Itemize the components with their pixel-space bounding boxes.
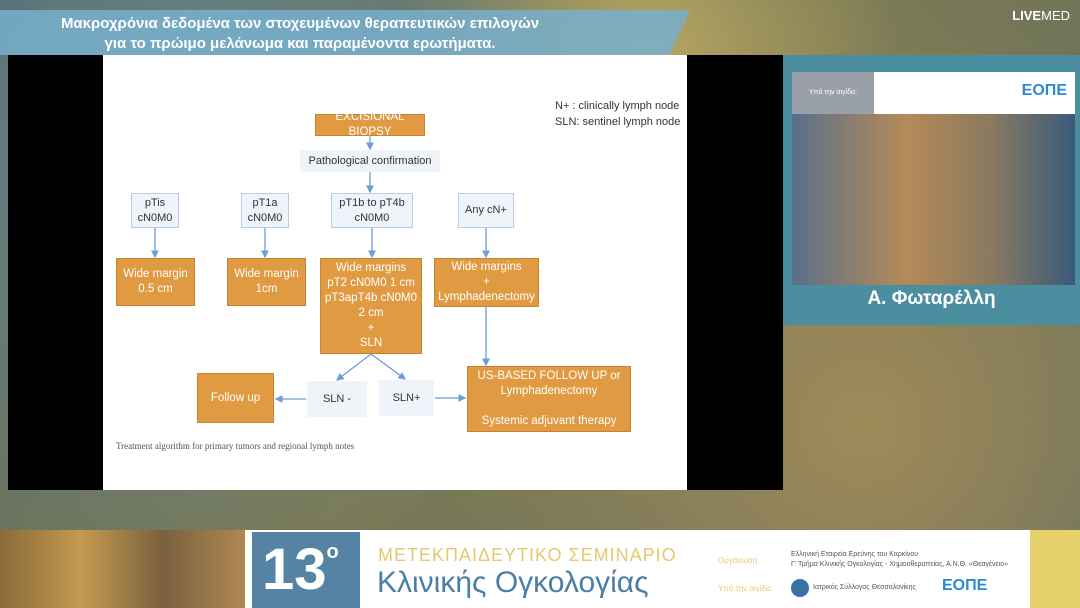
legend-sln: SLN: sentinel lymph node <box>555 116 681 128</box>
video-sponsor-band: Υπό την αιγίδα: ΕΟΠΕ <box>792 72 1075 114</box>
seminar-number: 13ο <box>252 532 360 608</box>
auspices-org: Ιατρικός Σύλλογος Θεσσαλονίκης <box>813 584 916 591</box>
title-line-2: για το πρώιμο μελάνωμα και παραμένοντα ε… <box>104 35 496 52</box>
banner-painting <box>0 530 245 608</box>
node-follow-up: Follow up <box>197 373 274 423</box>
seminar-line-1: ΜΕΤΕΚΠΑΙΔΕΥΤΙΚΟ ΣΕΜΙΝΑΡΙΟ <box>378 545 677 565</box>
talk-title: Μακροχρόνια δεδομένα των στοχευμένων θερ… <box>0 10 690 55</box>
node-sln-positive: SLN+ <box>379 380 434 416</box>
slide-caption: Treatment algorithm for primary tumors a… <box>116 441 355 451</box>
title-line-1: Μακροχρόνια δεδομένα των στοχευμένων θερ… <box>60 15 540 32</box>
auspices-label: Υπό την αιγίδα: <box>718 584 773 593</box>
seminar-banner <box>245 530 1030 608</box>
node-excisional-biopsy: EXCISIONAL BIOPSY <box>315 111 425 138</box>
medical-association-seal-icon <box>791 579 809 597</box>
banner-accent <box>1030 530 1080 608</box>
eope-logo: ΕΟΠΕ <box>1021 82 1067 99</box>
livemed-logo: LIVEMED <box>1012 8 1070 23</box>
node-wide-margins-lymph: Wide margins+Lymphadenectomy <box>434 258 539 307</box>
legend-n-plus: N+ : clinically lymph node <box>555 100 680 112</box>
speaker-name: Α. Φωταρέλλη <box>867 288 996 309</box>
org-line-1: Ελληνική Εταιρεία Ερεύνης του Καρκίνου <box>791 551 919 558</box>
node-any-cn: Any cN+ <box>458 193 514 228</box>
seminar-line-2: Κλινικής Ογκολογίας <box>377 566 649 599</box>
node-pathological-confirmation: Pathological confirmation <box>300 150 440 172</box>
node-sln-negative: SLN - <box>307 381 367 417</box>
eope-logo-banner: ΕΟΠΕ <box>942 577 988 594</box>
org-line-2: Γ' Τμήμα Κλινικής Ογκολογίας - Χημειοθερ… <box>791 561 1008 568</box>
org-label: Οργάνωση: <box>718 556 760 565</box>
